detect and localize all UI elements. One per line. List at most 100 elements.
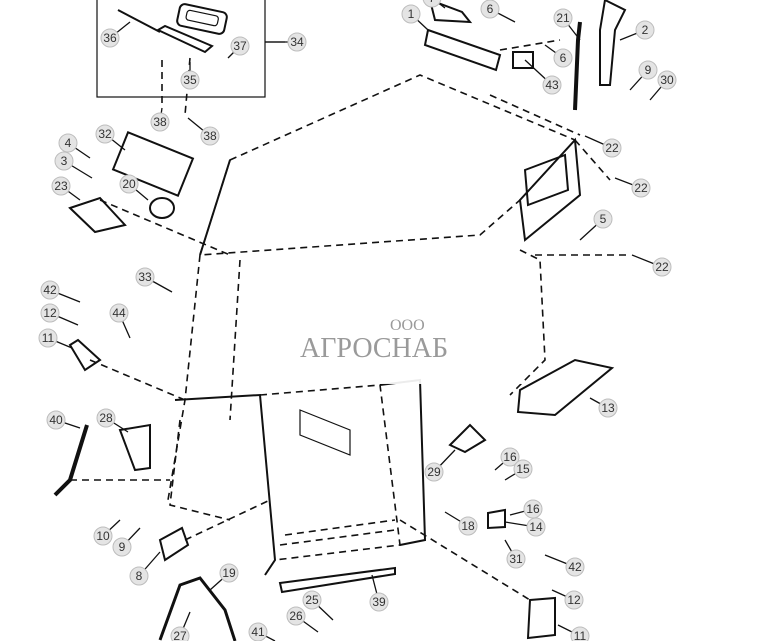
callout-number: 34 — [290, 35, 304, 49]
callout-bubble — [553, 8, 573, 28]
callout-number: 28 — [99, 411, 113, 425]
callout-number: 30 — [660, 73, 674, 87]
callout-number: 41 — [251, 625, 265, 639]
callout-number: 22 — [655, 260, 669, 274]
callout-number: 25 — [305, 593, 319, 607]
callout-bubble — [129, 566, 149, 586]
callout-34: 34 — [265, 32, 307, 52]
callout-bubble — [480, 0, 500, 19]
callout-3: 3 — [54, 151, 93, 179]
callout-number: 26 — [289, 609, 303, 623]
callout-12: 12 — [551, 589, 584, 610]
callout-bubble — [593, 209, 613, 229]
callout-33: 33 — [135, 267, 173, 293]
callout-bubble — [46, 410, 66, 430]
callout-bubble — [565, 557, 585, 577]
callout-number: 12 — [43, 306, 57, 320]
callout-22: 22 — [631, 254, 672, 277]
callout-number: 2 — [642, 23, 649, 37]
callout-19: 19 — [209, 563, 239, 591]
callout-number: 12 — [567, 593, 581, 607]
callout-bubble — [51, 176, 71, 196]
cab-frame — [167, 249, 546, 576]
callout-9: 9 — [629, 60, 658, 91]
callout-number: 19 — [222, 566, 236, 580]
callout-number: 1 — [408, 7, 415, 21]
callout-bubble — [598, 398, 618, 418]
watermark-backdrop — [262, 256, 524, 384]
callout-bubble — [458, 516, 478, 536]
callout-bubble — [100, 28, 120, 48]
callout-bubble — [93, 526, 113, 546]
callout-bubble — [38, 328, 58, 348]
callout-bubble — [542, 75, 562, 95]
callout-8: 8 — [129, 551, 161, 586]
callout-group: 3637343538387166432129302222225433223203… — [38, 0, 677, 641]
callout-bubble — [219, 563, 239, 583]
callout-number: 42 — [568, 560, 582, 574]
callout-number: 36 — [103, 31, 117, 45]
callout-bubble — [500, 447, 520, 467]
callout-number: 14 — [529, 520, 543, 534]
callout-number: 15 — [516, 462, 530, 476]
callout-11: 11 — [557, 624, 590, 641]
callout-26: 26 — [286, 606, 319, 633]
callout-bubble — [58, 133, 78, 153]
callout-number: 23 — [54, 179, 68, 193]
callout-number: 13 — [601, 401, 615, 415]
callout-6: 6 — [480, 0, 516, 23]
callout-number: 21 — [556, 11, 570, 25]
callout-bubble — [631, 178, 651, 198]
callout-bubble — [40, 303, 60, 323]
callout-bubble — [40, 280, 60, 300]
callout-43: 43 — [524, 59, 562, 95]
callout-bubble — [119, 174, 139, 194]
callout-bubble — [95, 124, 115, 144]
callout-bubble — [135, 267, 155, 287]
callout-12: 12 — [40, 303, 79, 326]
callout-31: 31 — [504, 539, 526, 569]
callout-bubble — [54, 151, 74, 171]
callout-bubble — [112, 537, 132, 557]
callout-bubble — [564, 590, 584, 610]
inset-box — [96, 0, 285, 116]
callout-number: 18 — [461, 519, 475, 533]
callout-42: 42 — [544, 554, 585, 577]
callout-32: 32 — [95, 124, 126, 151]
callout-38: 38 — [187, 117, 220, 146]
callout-bubble — [657, 70, 677, 90]
callout-bubble — [422, 0, 442, 8]
callout-30: 30 — [649, 70, 677, 101]
parts — [53, 0, 627, 641]
callout-bubble — [96, 408, 116, 428]
callout-36: 36 — [100, 21, 131, 48]
callout-bubble — [638, 60, 658, 80]
callout-44: 44 — [109, 303, 131, 339]
callout-bubble — [180, 70, 200, 90]
callout-number: 9 — [645, 63, 652, 77]
callout-bubble — [287, 32, 307, 52]
callout-bubble — [150, 112, 170, 132]
callout-2: 2 — [619, 20, 655, 41]
callout-22: 22 — [614, 177, 651, 198]
callout-39: 39 — [369, 574, 389, 612]
callout-bubble — [302, 590, 322, 610]
callout-number: 7 — [429, 0, 436, 5]
callout-number: 3 — [61, 154, 68, 168]
callout-bubble — [401, 4, 421, 24]
callout-number: 8 — [136, 569, 143, 583]
callout-number: 29 — [427, 465, 441, 479]
callout-number: 37 — [233, 39, 247, 53]
callout-number: 39 — [372, 595, 386, 609]
dashed-assembly-lines — [70, 39, 630, 601]
callout-28: 28 — [96, 408, 129, 433]
callout-number: 27 — [173, 629, 187, 641]
callout-11: 11 — [38, 328, 73, 349]
callout-bubble — [652, 257, 672, 277]
callout-number: 40 — [49, 413, 63, 427]
callout-bubble — [286, 606, 306, 626]
callout-number: 43 — [545, 78, 559, 92]
callout-bubble — [369, 592, 389, 612]
callout-16: 16 — [494, 447, 520, 471]
callout-bubble — [248, 622, 268, 641]
